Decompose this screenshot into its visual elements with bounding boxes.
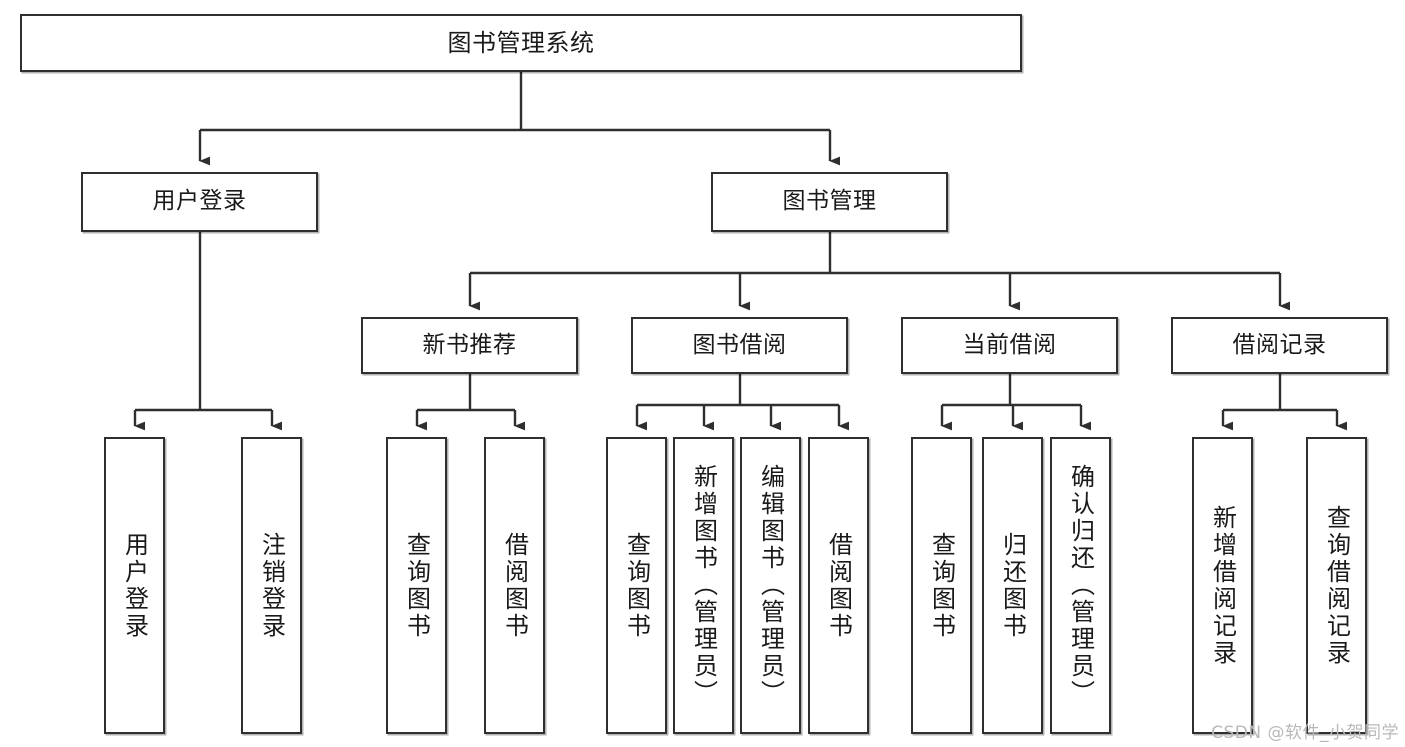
node-label: 查询图书 (402, 531, 431, 640)
node-leaf-2[interactable]: 注销登录 (241, 437, 302, 734)
node-label: 借阅图书 (824, 531, 853, 640)
node-leaf-10[interactable]: 归还图书 (982, 437, 1043, 734)
node-label: 图书管理系统 (447, 28, 595, 57)
node-book-borrow[interactable]: 图书借阅 (631, 317, 848, 374)
node-label: 借阅图书 (500, 531, 529, 640)
node-label: 注销登录 (257, 531, 286, 640)
node-label: 查询图书 (622, 531, 651, 640)
node-book-mgmt[interactable]: 图书管理 (711, 172, 948, 232)
node-label: 借阅记录 (1232, 331, 1327, 358)
node-label: 图书管理 (782, 188, 877, 215)
node-label: 当前借阅 (962, 331, 1057, 358)
node-label: 查询借阅记录 (1322, 504, 1351, 667)
node-label: 用户登录 (152, 188, 247, 215)
node-label: 图书借阅 (692, 331, 787, 358)
node-borrow-log[interactable]: 借阅记录 (1171, 317, 1388, 374)
node-leaf-11[interactable]: 确认归还（管理员） (1050, 437, 1111, 734)
node-leaf-1[interactable]: 用户登录 (104, 437, 165, 734)
node-leaf-8[interactable]: 借阅图书 (808, 437, 869, 734)
node-leaf-13[interactable]: 查询借阅记录 (1306, 437, 1367, 734)
node-label: 确认归还（管理员） (1066, 464, 1095, 707)
node-label: 新增借阅记录 (1208, 504, 1237, 667)
node-label: 新书推荐 (422, 331, 517, 358)
node-leaf-6[interactable]: 新增图书（管理员） (673, 437, 734, 734)
node-label: 用户登录 (120, 531, 149, 640)
node-new-book-rec[interactable]: 新书推荐 (361, 317, 578, 374)
node-root[interactable]: 图书管理系统 (20, 14, 1022, 72)
node-label: 新增图书（管理员） (689, 464, 718, 707)
node-leaf-12[interactable]: 新增借阅记录 (1192, 437, 1253, 734)
node-user-login[interactable]: 用户登录 (81, 172, 318, 232)
node-leaf-4[interactable]: 借阅图书 (484, 437, 545, 734)
node-label: 查询图书 (927, 531, 956, 640)
node-label: 编辑图书（管理员） (756, 464, 785, 707)
node-leaf-3[interactable]: 查询图书 (386, 437, 447, 734)
node-leaf-9[interactable]: 查询图书 (911, 437, 972, 734)
node-label: 归还图书 (998, 531, 1027, 640)
node-cur-borrow[interactable]: 当前借阅 (901, 317, 1118, 374)
node-leaf-7[interactable]: 编辑图书（管理员） (740, 437, 801, 734)
node-leaf-5[interactable]: 查询图书 (606, 437, 667, 734)
